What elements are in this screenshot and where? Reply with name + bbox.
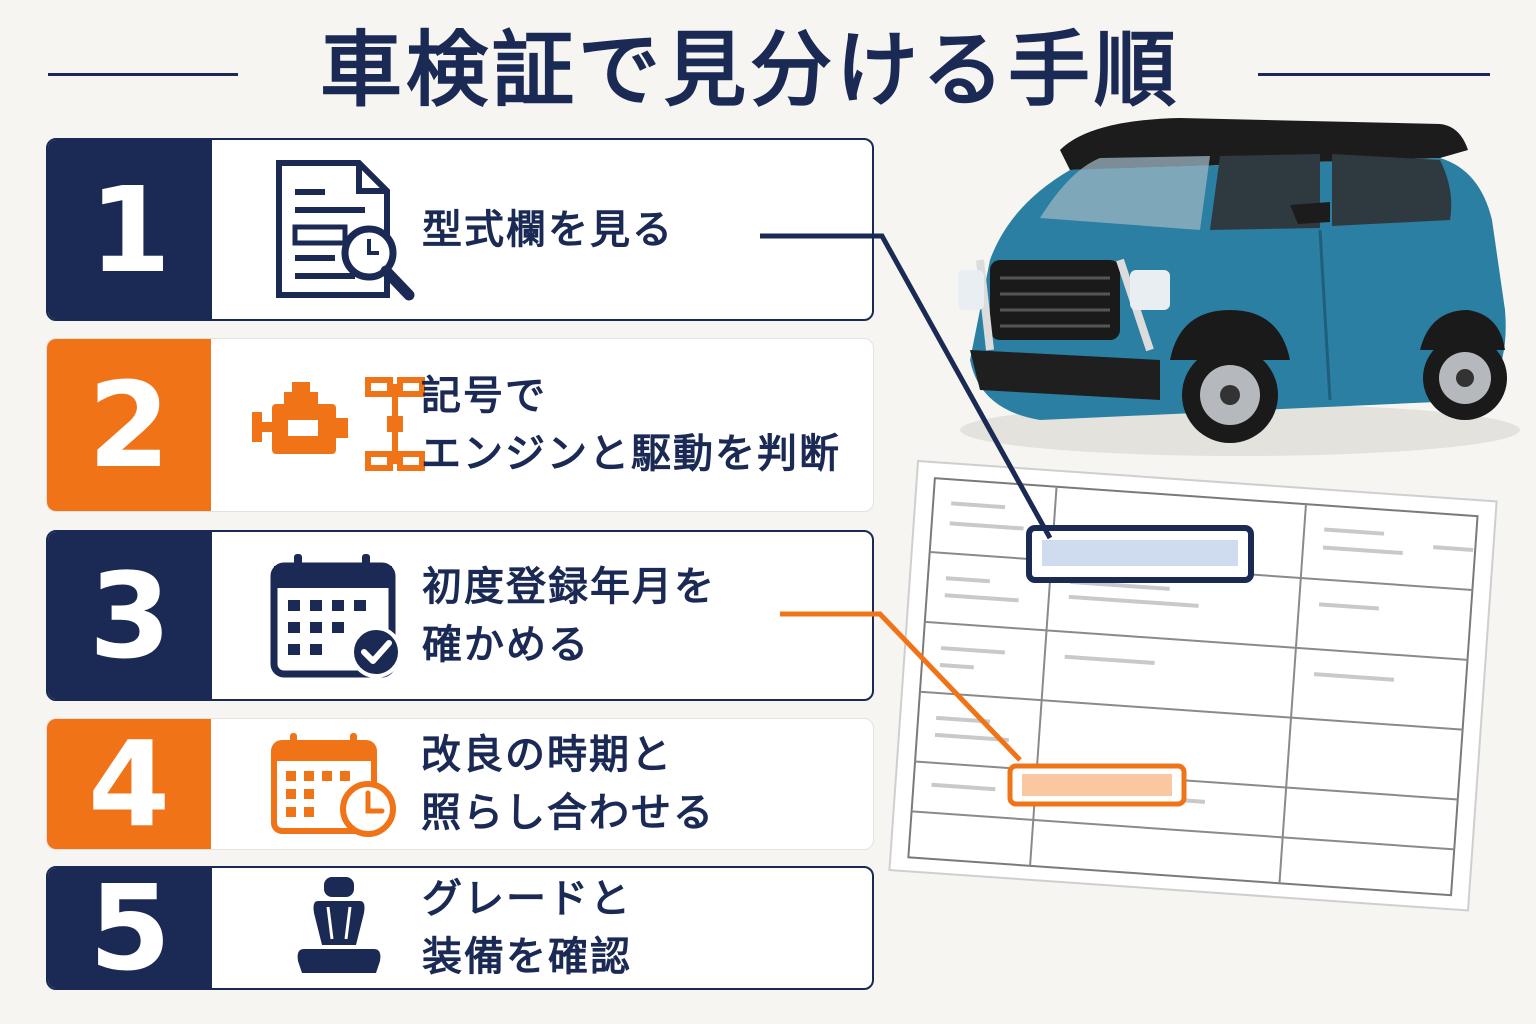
step-1-line-1: 型式欄を見る: [422, 206, 674, 253]
step-5-card: 5 グレードと 装備を確認: [46, 866, 874, 990]
step-4-number: 4: [47, 719, 211, 849]
step-2-number: 2: [47, 339, 211, 511]
step-4-line-2: 照らし合わせる: [421, 790, 715, 836]
step-3-card: 3 初度登録年月を 確かめる: [46, 530, 874, 701]
step-5-text: グレードと 装備を確認: [422, 868, 852, 988]
step-3-line-2: 確かめる: [422, 621, 590, 668]
vehicle-certificate-illustration: [862, 440, 1502, 960]
step-3-line-1: 初度登録年月を: [422, 563, 716, 610]
document-search-icon: [244, 140, 434, 319]
step-3-text: 初度登録年月を 確かめる: [422, 532, 852, 699]
title-area: 車検証で見分ける手順: [0, 18, 1536, 128]
step-5-line-2: 装備を確認: [422, 934, 632, 980]
car-seat-icon: [244, 868, 434, 988]
step-1-card: 1 型式欄を見る: [46, 138, 874, 321]
step-2-card: 2 記号で エンジンと駆動を判断: [46, 338, 874, 512]
step-4-text: 改良の時期と 照らし合わせる: [421, 719, 853, 849]
step-1-number: 1: [48, 140, 212, 319]
title-rule-right: [1258, 73, 1490, 76]
step-2-text: 記号で エンジンと駆動を判断: [421, 339, 853, 511]
car-illustration: [920, 110, 1520, 470]
step-1-text: 型式欄を見る: [422, 140, 852, 319]
engine-drivetrain-icon: [243, 339, 433, 511]
calendar-check-icon: [244, 532, 434, 699]
step-2-line-1: 記号で: [421, 373, 547, 419]
step-4-card: 4 改良の時期と 照らし合わせる: [46, 718, 874, 850]
step-5-line-1: グレードと: [422, 876, 632, 922]
step-4-line-1: 改良の時期と: [421, 732, 673, 778]
calendar-clock-icon: [243, 719, 433, 849]
step-3-number: 3: [48, 532, 212, 699]
title-rule-left: [48, 73, 238, 76]
step-5-number: 5: [48, 868, 212, 988]
step-2-line-2: エンジンと駆動を判断: [421, 431, 841, 477]
page-title: 車検証で見分ける手順: [319, 23, 1180, 118]
